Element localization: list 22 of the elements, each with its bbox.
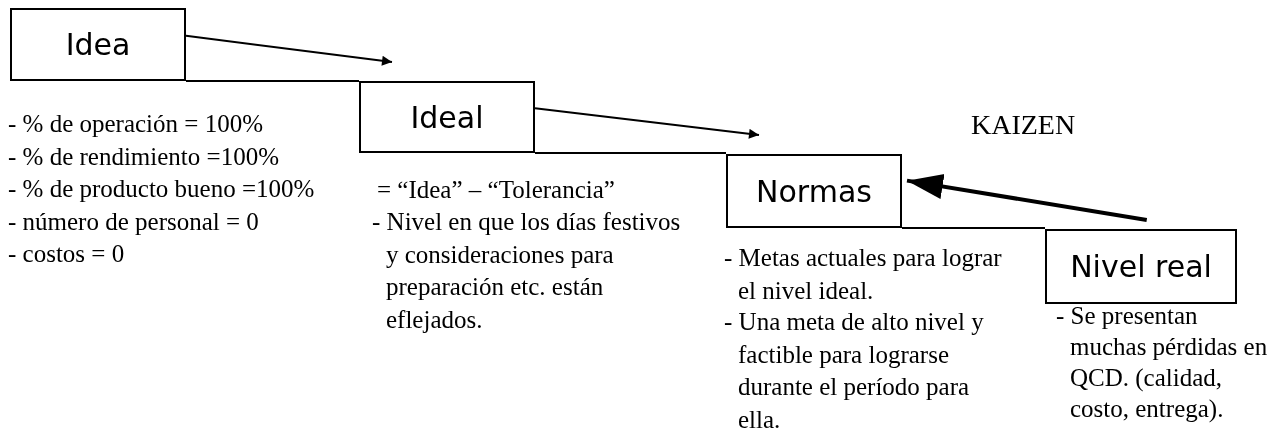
note-text: - costos = 0 xyxy=(8,239,126,269)
box-label: Idea xyxy=(65,27,131,62)
arrow xyxy=(906,174,1148,222)
box-label: Ideal xyxy=(410,99,484,135)
note-text: - % de rendimiento =100% xyxy=(8,141,280,172)
title-text: KAIZEN xyxy=(971,108,1076,142)
box-label: Nivel real xyxy=(1070,249,1212,284)
note-text: - Nivel en que los días festivos y consideraciones para preparación etc. están eflejados. xyxy=(372,207,682,335)
note-text: - Metas actuales para lograr el nivel ideal. xyxy=(724,243,1003,306)
note-text: - Se presentan muchas pérdidas en QCD. (calidad, costo, entrega). xyxy=(1056,301,1269,424)
arrow xyxy=(185,34,393,66)
note-text: - número de personal = 0 xyxy=(8,206,260,237)
note-text: - Una meta de alto nivel y factible para lograrse durante el período para ella. xyxy=(724,307,985,429)
note-text: - % de operación = 100% xyxy=(8,109,264,139)
process-box xyxy=(10,8,186,81)
arrow xyxy=(534,107,760,139)
process-box xyxy=(1045,229,1237,304)
process-box xyxy=(359,81,535,153)
note-text: - % de producto bueno =100% xyxy=(8,174,316,204)
process-box xyxy=(726,154,902,228)
box-label: Normas xyxy=(756,173,872,209)
note-text: = “Idea” – “Tolerancia” xyxy=(377,175,616,205)
